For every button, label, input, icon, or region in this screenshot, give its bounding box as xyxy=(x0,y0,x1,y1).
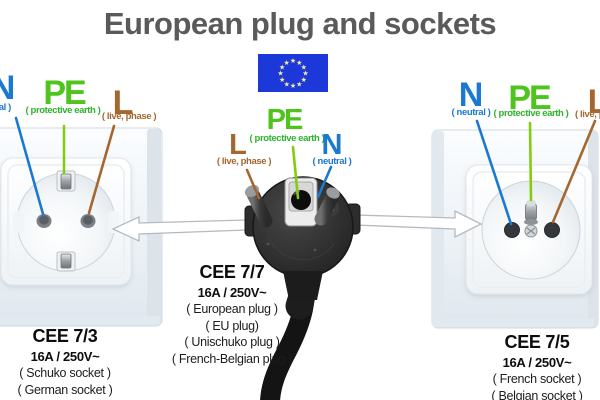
eu-flag: ★★★★★★★★★★★★ xyxy=(258,54,328,92)
leader-plug-neutral xyxy=(316,165,333,199)
right-socket-neutral-desc: ( neutral ) xyxy=(451,107,491,118)
plug-live-desc: ( live, phase ) xyxy=(216,156,272,167)
left-socket-rating: 16A / 250V~ xyxy=(30,349,100,364)
left-socket-earth-letter: PE xyxy=(43,74,86,112)
left-socket-earth-desc: ( protective earth ) xyxy=(25,105,101,116)
svg-text:★: ★ xyxy=(290,57,296,65)
right-socket-rating: 16A / 250V~ xyxy=(502,355,572,370)
right-socket-live-desc: ( live, phase ) xyxy=(575,109,600,120)
neutral-hole xyxy=(504,222,520,238)
svg-text:★: ★ xyxy=(296,59,302,67)
right-socket-model: CEE 7/5 xyxy=(504,332,570,352)
left-socket-neutral-letter: N xyxy=(0,69,15,107)
page-title: European plug and sockets xyxy=(103,6,497,41)
svg-text:★: ★ xyxy=(279,76,285,84)
right-socket-alias: ( Belgian socket ) xyxy=(491,388,583,400)
plug-earth-hole xyxy=(291,190,311,210)
live-pin xyxy=(246,187,273,228)
eu-flag-stars: ★★★★★★★★★★★★ xyxy=(277,57,308,90)
plug-live-letter: L xyxy=(229,129,247,161)
plug-earth-desc: ( protective earth ) xyxy=(249,133,325,144)
left-socket-neutral-desc: ( neutral ) xyxy=(0,102,11,113)
svg-text:★: ★ xyxy=(290,82,296,90)
arrow-left-icon xyxy=(111,215,247,243)
neutral-pin xyxy=(314,189,340,226)
left-socket-live-desc: ( live, phase ) xyxy=(101,111,157,122)
right-socket-live-letter: L xyxy=(587,83,600,121)
svg-text:★: ★ xyxy=(279,63,285,71)
svg-text:★: ★ xyxy=(301,63,307,71)
eu-flag-field xyxy=(258,54,328,92)
plug-neutral-letter: N xyxy=(321,129,343,161)
plug-caption: CEE 7/7 16A / 250V~ ( European plug ) ( … xyxy=(171,261,293,367)
leader-right-neutral xyxy=(475,119,513,226)
leader-left-live xyxy=(87,124,116,215)
left-socket-alias: ( German socket ) xyxy=(17,382,113,397)
plug-model: CEE 7/7 xyxy=(199,262,265,282)
left-socket-graphic xyxy=(0,127,163,327)
plug-rating: 16A / 250V~ xyxy=(197,285,267,300)
leader-right-live xyxy=(551,119,597,224)
plug-alias: ( European plug ) xyxy=(186,302,278,316)
plug-neutral-desc: ( neutral ) xyxy=(312,156,352,167)
plug-earth-letter: PE xyxy=(266,104,304,136)
live-hole xyxy=(544,222,560,238)
svg-text:★: ★ xyxy=(302,70,308,78)
right-socket-alias: ( French socket ) xyxy=(492,372,582,386)
leader-left-neutral xyxy=(14,116,45,216)
svg-text:★: ★ xyxy=(284,80,290,88)
svg-text:★: ★ xyxy=(284,59,290,67)
right-socket-neutral-letter: N xyxy=(458,76,484,114)
leader-right-earth xyxy=(528,121,533,202)
plug-graphic xyxy=(244,176,361,400)
leader-plug-live xyxy=(245,168,261,200)
right-socket-caption: CEE 7/5 16A / 250V~ ( French socket ) ( … xyxy=(491,331,582,400)
plug-alias: ( Unischuko plug ) xyxy=(184,335,280,349)
left-socket-live-letter: L xyxy=(112,84,134,122)
plug-alias: ( French-Belgian plug ) xyxy=(171,351,293,366)
svg-text:★: ★ xyxy=(296,80,302,88)
left-socket-model: CEE 7/3 xyxy=(32,326,98,346)
svg-text:★: ★ xyxy=(301,76,307,84)
svg-text:★: ★ xyxy=(277,70,283,78)
plug-alias: ( EU plug) xyxy=(205,318,259,333)
leader-lines xyxy=(14,116,597,226)
left-socket-caption: CEE 7/3 16A / 250V~ ( Schuko socket ) ( … xyxy=(18,325,113,398)
right-socket-graphic xyxy=(431,129,599,329)
arrow-right-icon xyxy=(354,209,483,239)
right-socket-earth-letter: PE xyxy=(508,79,551,117)
leader-plug-earth xyxy=(291,145,300,200)
left-socket-alias: ( Schuko socket ) xyxy=(19,366,111,380)
right-socket-earth-desc: ( protective earth ) xyxy=(493,108,569,119)
